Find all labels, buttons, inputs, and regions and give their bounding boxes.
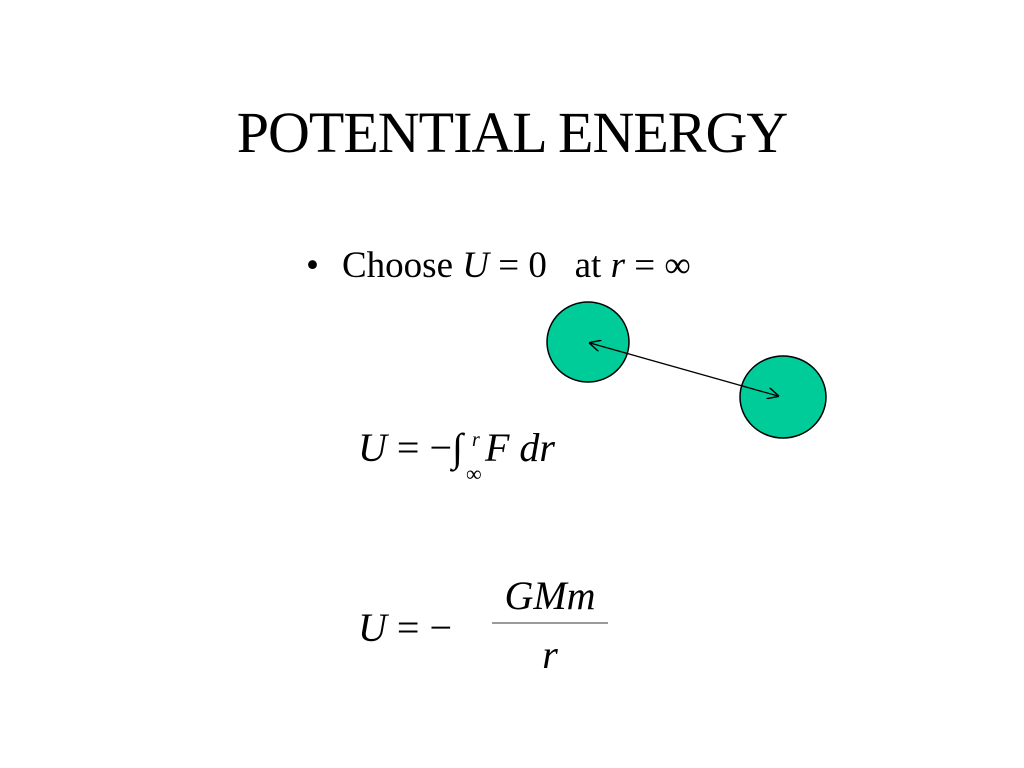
variable-u: U (462, 245, 489, 286)
eq1-equals: = − (386, 425, 453, 470)
bullet-text-choose: Choose (342, 245, 463, 286)
integrand: F (484, 425, 510, 470)
integral-sign: ∫r∞ (452, 420, 482, 486)
upper-limit: r (472, 429, 480, 451)
eq2-lhs-group: U = − (358, 600, 452, 656)
eq2-lhs: U (358, 605, 387, 650)
denominator: r (542, 632, 558, 677)
distance-arrow (590, 343, 778, 396)
eq2-equals: = − (386, 605, 453, 650)
mass-circle-small-m (739, 355, 827, 439)
differential: dr (509, 425, 555, 470)
equals-infinity: = ∞ (624, 245, 691, 286)
equation-integral: U = −∫r∞F dr (358, 420, 555, 486)
eq1-lhs: U (358, 425, 387, 470)
fraction-bar (492, 622, 608, 624)
mass-circle-large-m (546, 301, 630, 383)
bullet-item: • Choose U = 0 at r = ∞ (306, 242, 691, 290)
fraction: GMm r (492, 570, 608, 686)
bullet-text-at: at (546, 245, 611, 286)
lower-limit: ∞ (466, 461, 482, 486)
slide-title: POTENTIAL ENERGY (236, 100, 789, 165)
numerator: GMm (504, 573, 596, 618)
equals-zero: = 0 (488, 245, 547, 286)
variable-r: r (610, 245, 625, 286)
bullet-marker: • (306, 245, 319, 286)
